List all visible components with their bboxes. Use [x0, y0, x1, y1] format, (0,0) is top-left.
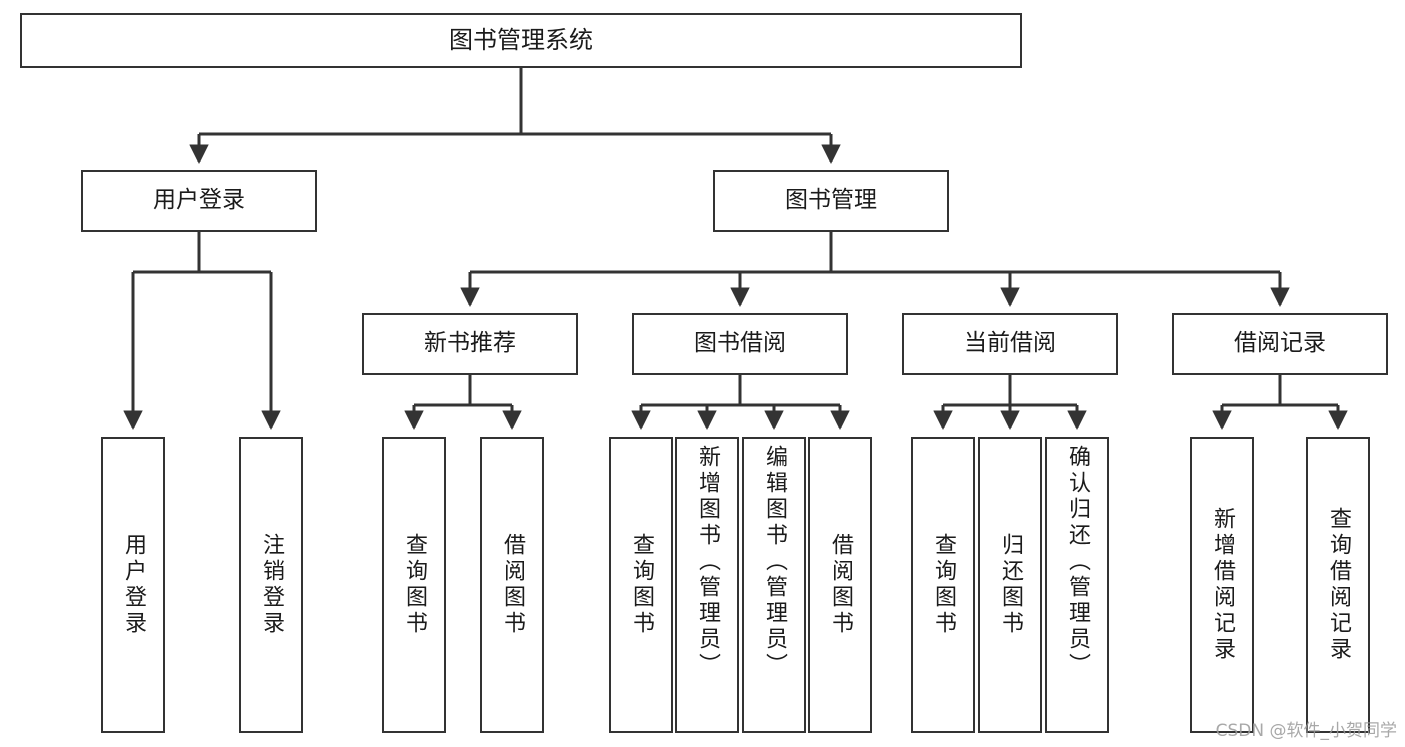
leaf-current-borrow-return-label: 归还图书: [998, 533, 1023, 637]
leaf-user-login-signin-label: 用户登录: [121, 533, 146, 637]
leaf-book-borrow-edit-label: 编辑图书（管理员）: [762, 445, 787, 679]
leaf-book-borrow-lend-label: 借阅图书: [828, 533, 853, 637]
node-borrow-record[interactable]: 借阅记录: [1172, 313, 1388, 375]
node-book-manage[interactable]: 图书管理: [713, 170, 949, 232]
node-user-login[interactable]: 用户登录: [81, 170, 317, 232]
csdn-watermark: CSDN @软件_小贺同学: [1215, 721, 1397, 741]
leaf-current-borrow-query-label: 查询图书: [931, 533, 956, 637]
node-book-borrow-label: 图书借阅: [694, 330, 786, 357]
node-user-login-label: 用户登录: [153, 187, 245, 214]
leaf-current-borrow-confirm[interactable]: 确认归还（管理员）: [1045, 437, 1109, 733]
node-book-manage-label: 图书管理: [785, 187, 877, 214]
leaf-book-borrow-lend[interactable]: 借阅图书: [808, 437, 872, 733]
leaf-new-book-query-label: 查询图书: [402, 533, 427, 637]
leaf-book-borrow-query-label: 查询图书: [629, 533, 654, 637]
leaf-book-borrow-query[interactable]: 查询图书: [609, 437, 673, 733]
leaf-borrow-record-query[interactable]: 查询借阅记录: [1306, 437, 1370, 733]
node-new-book-label: 新书推荐: [424, 330, 516, 357]
leaf-book-borrow-edit[interactable]: 编辑图书（管理员）: [742, 437, 806, 733]
leaf-borrow-record-add-label: 新增借阅记录: [1210, 507, 1235, 663]
node-borrow-record-label: 借阅记录: [1234, 330, 1326, 357]
leaf-new-book-borrow-label: 借阅图书: [500, 533, 525, 637]
leaf-current-borrow-return[interactable]: 归还图书: [978, 437, 1042, 733]
leaf-book-borrow-add[interactable]: 新增图书（管理员）: [675, 437, 739, 733]
leaf-user-login-signout[interactable]: 注销登录: [239, 437, 303, 733]
leaf-borrow-record-add[interactable]: 新增借阅记录: [1190, 437, 1254, 733]
node-current-borrow-label: 当前借阅: [964, 330, 1056, 357]
leaf-current-borrow-query[interactable]: 查询图书: [911, 437, 975, 733]
leaf-book-borrow-add-label: 新增图书（管理员）: [695, 445, 720, 679]
leaf-current-borrow-confirm-label: 确认归还（管理员）: [1065, 445, 1090, 679]
node-current-borrow[interactable]: 当前借阅: [902, 313, 1118, 375]
leaf-new-book-query[interactable]: 查询图书: [382, 437, 446, 733]
node-root[interactable]: 图书管理系统: [20, 13, 1022, 68]
node-book-borrow[interactable]: 图书借阅: [632, 313, 848, 375]
leaf-user-login-signin[interactable]: 用户登录: [101, 437, 165, 733]
leaf-user-login-signout-label: 注销登录: [259, 533, 284, 637]
leaf-new-book-borrow[interactable]: 借阅图书: [480, 437, 544, 733]
leaf-borrow-record-query-label: 查询借阅记录: [1326, 507, 1351, 663]
node-root-label: 图书管理系统: [449, 26, 593, 55]
node-new-book[interactable]: 新书推荐: [362, 313, 578, 375]
